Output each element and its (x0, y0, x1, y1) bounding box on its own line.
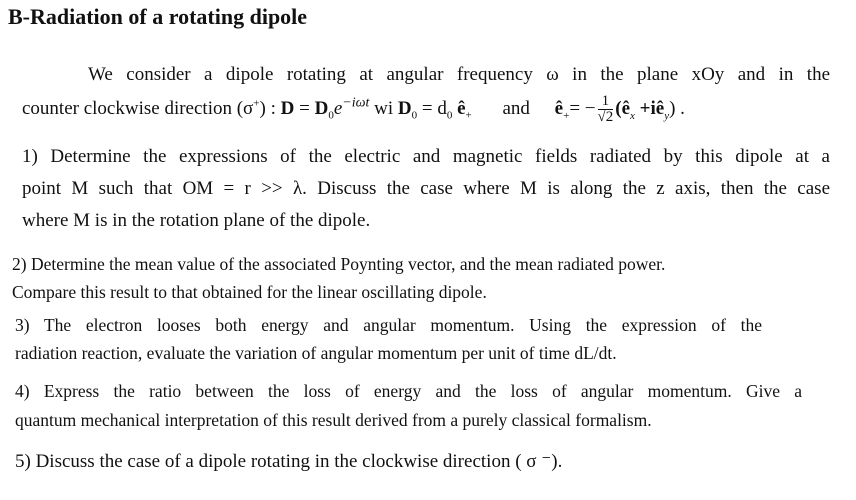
formula: (ê (615, 97, 631, 119)
question-4-line-1: 4) Express the ratio between the loss of… (15, 381, 802, 401)
formula: 0 (328, 109, 334, 122)
question-2-line-1: 2) Determine the mean value of the assoc… (12, 254, 666, 274)
formula: + (563, 109, 570, 122)
formula: ê (554, 97, 564, 119)
intro-line-1: We consider a dipole rotating at angular… (88, 64, 830, 85)
formula: D (397, 97, 412, 119)
intro-line-2: counter clockwise direction (σ+) : D = D… (22, 94, 685, 125)
formula: y (664, 109, 670, 122)
formula: ) . (669, 97, 685, 119)
text: = (294, 97, 315, 119)
question-1-line-1: 1) Determine the expressions of the elec… (22, 146, 830, 167)
question-4-line-2: quantum mechanical interpretation of thi… (15, 410, 652, 430)
formula: +iê (634, 97, 665, 119)
formula: e (333, 97, 343, 119)
formula: = − (569, 97, 596, 119)
denominator: √2 (597, 109, 614, 125)
text: ) : (259, 97, 281, 119)
question-2-line-2: Compare this result to that obtained for… (12, 282, 487, 302)
formula: + (465, 109, 472, 122)
formula: −iωt (342, 95, 370, 111)
formula: 0 (411, 109, 418, 122)
question-1-line-2: point M such that OM = r >> λ. Discuss t… (22, 178, 830, 199)
text: wi (369, 97, 398, 119)
question-5-line-1: 5) Discuss the case of a dipole rotating… (15, 451, 563, 472)
question-3-line-1: 3) The electron looses both energy and a… (15, 315, 762, 335)
formula: ê (457, 97, 466, 119)
formula: x (630, 109, 635, 122)
formula: 0 (446, 109, 453, 122)
fraction: 1√2 (597, 94, 614, 125)
formula: D (314, 97, 329, 119)
text: and (502, 97, 530, 119)
text: + (253, 97, 260, 110)
section-title: B-Radiation of a rotating dipole (8, 4, 308, 29)
formula: = d (417, 97, 447, 119)
numerator: 1 (597, 94, 614, 110)
question-1-line-3: where M is in the rotation plane of the … (22, 210, 371, 231)
question-3-line-2: radiation reaction, evaluate the variati… (15, 343, 617, 363)
formula: D (280, 97, 295, 119)
text: counter clockwise direction (σ (22, 97, 254, 119)
